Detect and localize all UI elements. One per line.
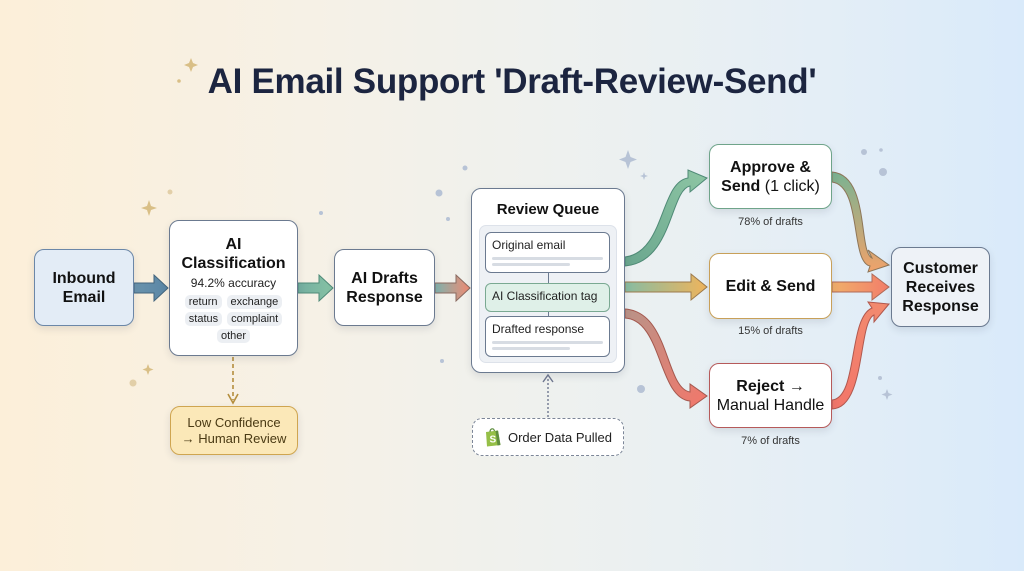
category-tag-status: status — [184, 312, 223, 326]
node-label: Order Data Pulled — [507, 429, 613, 445]
arrowhead-order-data — [542, 373, 554, 383]
node-review-queue[interactable]: Review Queue Original email AI Classific… — [471, 188, 625, 373]
svg-text:S: S — [489, 435, 496, 446]
node-approve-send[interactable]: Approve & Send (1 click) — [709, 144, 832, 209]
node-ai-drafts-response[interactable]: AI Drafts Response — [334, 249, 435, 326]
node-label: Response — [902, 297, 979, 315]
review-queue-title: Review Queue — [496, 201, 600, 218]
node-label: AI — [225, 236, 242, 253]
arrow-reject-to-customer — [831, 301, 890, 410]
arrow-inbound-to-classification — [133, 273, 169, 303]
queue-card-drafted-response[interactable]: Drafted response — [485, 316, 610, 357]
arrow-queue-to-approve — [624, 169, 708, 267]
node-inbound-email[interactable]: Inbound Email — [34, 249, 134, 326]
reject-share-label: 7% of drafts — [741, 435, 800, 447]
category-tag-complaint: complaint — [227, 312, 283, 326]
node-label: Receives — [905, 278, 976, 296]
arrow-approve-to-customer — [831, 171, 891, 273]
queue-card-classification-tag[interactable]: AI Classification tag — [485, 283, 610, 312]
node-label: Manual Handle — [716, 396, 825, 414]
arrow-queue-to-reject — [624, 308, 708, 409]
approve-share-label: 78% of drafts — [738, 216, 803, 228]
arrow-queue-to-edit — [624, 272, 708, 302]
node-order-data-pulled[interactable]: S Order Data Pulled — [472, 418, 624, 456]
review-queue-panel: Original email AI Classification tag Dra… — [479, 225, 617, 363]
arrow-edit-to-customer — [831, 272, 890, 302]
category-tags: return exchange status complaint other — [175, 295, 293, 343]
arrow-drafts-to-queue — [434, 273, 471, 303]
text-placeholder-line — [492, 263, 570, 266]
node-label: Email — [62, 288, 106, 306]
category-tag-return: return — [184, 295, 222, 309]
card-connector — [548, 312, 550, 316]
node-label-detail: (1 click) — [764, 177, 820, 195]
arrow-classification-to-drafts — [297, 273, 334, 303]
text-placeholder-line — [492, 341, 603, 344]
node-label-line2: Send (1 click) — [721, 177, 820, 196]
category-tag-exchange: exchange — [226, 295, 283, 309]
node-low-confidence-review[interactable]: Low Confidence → Human Review — [170, 406, 298, 455]
card-label: Original email — [492, 238, 566, 252]
node-edit-send[interactable]: Edit & Send — [709, 253, 832, 319]
node-label: Customer — [903, 259, 978, 277]
node-label: Inbound — [52, 269, 116, 287]
text-placeholder-line — [492, 347, 570, 350]
category-tag-other: other — [216, 329, 251, 343]
node-label: Classification — [181, 255, 286, 272]
node-ai-classification[interactable]: AI Classification 94.2% accuracy return … — [169, 220, 298, 356]
node-label: Edit & Send — [725, 277, 816, 295]
node-label: AI Drafts — [351, 269, 418, 287]
shopify-bag-icon: S — [485, 428, 501, 447]
node-label: Low Confidence — [187, 414, 281, 430]
card-label: Drafted response — [492, 322, 585, 336]
accuracy-stat: 94.2% accuracy — [190, 276, 277, 290]
node-label: Send — [721, 177, 761, 195]
node-label: → Human Review — [181, 430, 287, 446]
card-connector — [548, 273, 550, 283]
text-placeholder-line — [492, 257, 603, 260]
page-title: AI Email Support 'Draft-Review-Send' — [207, 62, 817, 101]
arrowhead-low-confidence — [227, 393, 239, 405]
node-label: Approve & — [730, 158, 811, 176]
edit-share-label: 15% of drafts — [738, 325, 803, 337]
node-label: Reject → — [736, 377, 805, 395]
queue-card-original-email[interactable]: Original email — [485, 232, 610, 273]
node-reject-manual[interactable]: Reject → Manual Handle — [709, 363, 832, 428]
card-label: AI Classification tag — [492, 289, 598, 303]
node-label: Response — [346, 288, 423, 306]
node-customer-receives-response[interactable]: Customer Receives Response — [891, 247, 990, 327]
